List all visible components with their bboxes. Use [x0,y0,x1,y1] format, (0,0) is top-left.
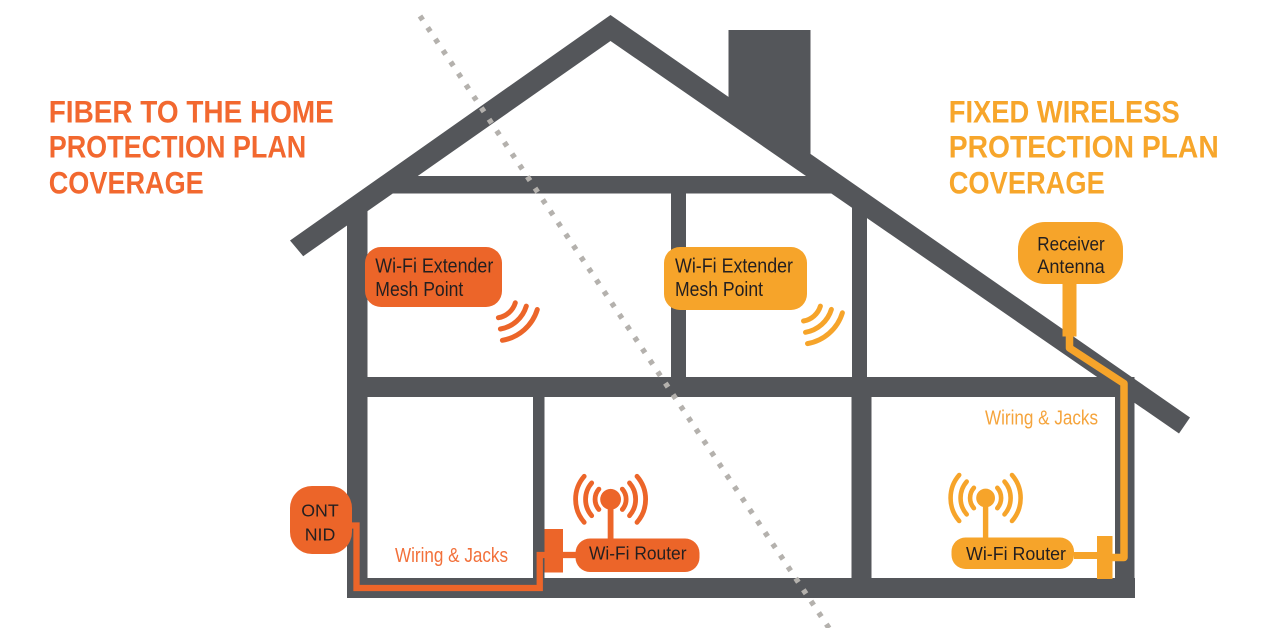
svg-text:Receiver: Receiver [1037,235,1105,256]
svg-text:ONT: ONT [301,501,339,521]
svg-text:Wiring & Jacks: Wiring & Jacks [395,545,508,567]
svg-text:COVERAGE: COVERAGE [949,166,1105,201]
svg-text:Wiring & Jacks: Wiring & Jacks [985,408,1098,430]
svg-text:NID: NID [305,525,336,545]
svg-text:COVERAGE: COVERAGE [49,166,204,201]
svg-text:PROTECTION PLAN: PROTECTION PLAN [49,130,307,165]
svg-text:Wi-Fi Extender: Wi-Fi Extender [375,255,493,278]
svg-text:Antenna: Antenna [1037,257,1105,278]
svg-text:PROTECTION PLAN: PROTECTION PLAN [949,130,1219,165]
svg-text:Mesh Point: Mesh Point [375,278,463,301]
svg-text:Wi-Fi Router: Wi-Fi Router [966,543,1066,564]
svg-text:Wi-Fi Router: Wi-Fi Router [589,543,687,564]
svg-text:FIBER TO THE HOME: FIBER TO THE HOME [49,94,334,129]
svg-text:FIXED WIRELESS: FIXED WIRELESS [949,94,1180,129]
svg-text:Wi-Fi Extender: Wi-Fi Extender [675,255,793,278]
svg-text:Mesh Point: Mesh Point [675,278,763,301]
